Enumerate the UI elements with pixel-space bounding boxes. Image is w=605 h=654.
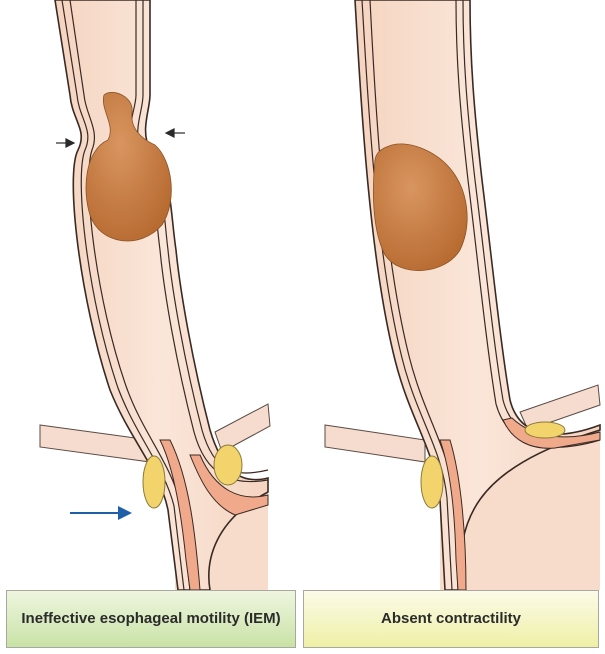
label-left-text: Ineffective esophageal motility (IEM) bbox=[21, 610, 280, 628]
left-diaphragm-right bbox=[215, 404, 270, 452]
left-panel bbox=[40, 0, 270, 590]
blue-arrow-icon bbox=[70, 506, 132, 520]
right-diaphragm-left bbox=[325, 425, 425, 462]
left-fat-pad-right bbox=[214, 445, 242, 485]
right-fat-pad-right bbox=[525, 422, 565, 438]
right-fat-pad-left bbox=[421, 456, 443, 508]
right-diaphragm-right bbox=[520, 385, 600, 430]
left-fat-pad-left bbox=[143, 456, 165, 508]
right-panel bbox=[325, 0, 600, 590]
label-absent-contractility: Absent contractility bbox=[303, 590, 599, 648]
label-ineffective-motility: Ineffective esophageal motility (IEM) bbox=[6, 590, 296, 648]
label-right-text: Absent contractility bbox=[381, 610, 521, 628]
